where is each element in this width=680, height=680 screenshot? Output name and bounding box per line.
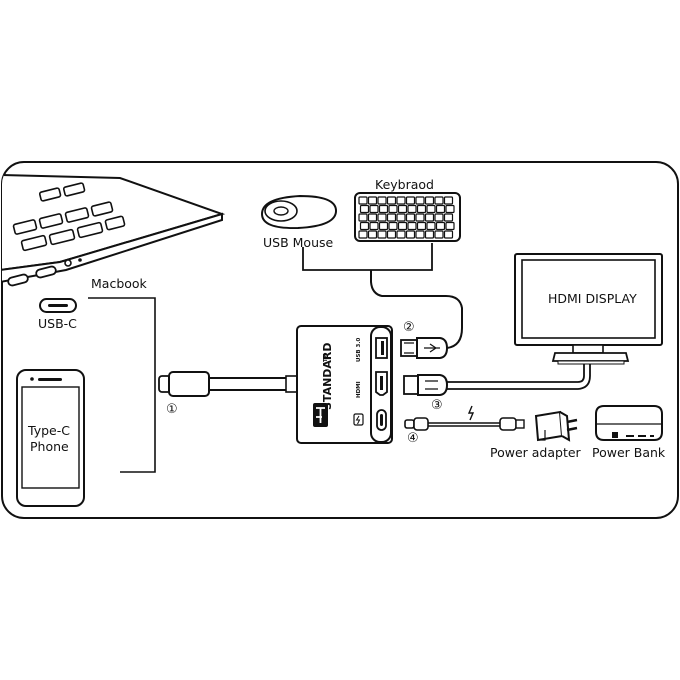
keyboard-key <box>405 196 416 205</box>
keyboard-key <box>367 213 378 222</box>
hub-port-hdmi-label: HDMI <box>356 381 362 398</box>
keyboard-key <box>443 213 454 222</box>
phone-icon <box>16 369 85 507</box>
keyboard-key <box>397 204 408 214</box>
usb-peripheral-cable <box>370 270 463 349</box>
keyboard-key <box>443 196 454 205</box>
keyboard-key <box>386 230 397 239</box>
keyboard-key <box>386 196 397 205</box>
keyboard-key <box>434 196 444 205</box>
laptop-icon <box>2 173 226 287</box>
keyboard-key <box>367 196 378 205</box>
keyboard-key <box>405 230 416 239</box>
keyboard-key <box>388 221 398 231</box>
hub-port-usb-label: USB 3.0 <box>356 338 362 362</box>
power-adapter-icon <box>534 410 578 442</box>
monitor-icon <box>514 253 663 365</box>
lightning-icon <box>467 405 475 421</box>
usb-c-hub-icon <box>296 325 393 444</box>
source-bracket <box>88 297 156 473</box>
keyboard-label: Keybraod <box>375 177 434 192</box>
hdmi-cable <box>447 364 591 390</box>
keyboard-key <box>424 213 435 222</box>
keyboard-key <box>369 204 379 214</box>
keyboard-key <box>424 230 435 239</box>
pd-charge-icon <box>353 413 364 426</box>
hub-logo-icon <box>313 403 328 427</box>
power-bank-label: Power Bank <box>592 445 666 460</box>
keyboard-key <box>415 230 425 239</box>
keyboard-key <box>435 204 446 214</box>
macbook-label: Macbook <box>91 276 148 291</box>
keyboard-key <box>367 230 378 239</box>
keyboard-key <box>358 230 368 239</box>
keyboard-key <box>426 204 436 214</box>
keyboard-key <box>407 221 417 231</box>
keyboard-key <box>377 230 387 239</box>
usb-a-plug <box>400 337 449 359</box>
keyboard-key <box>358 196 368 205</box>
keyboard-key <box>416 204 427 214</box>
usb-mouse-label: USB Mouse <box>263 235 334 250</box>
callout-1: ① <box>166 402 178 417</box>
keyboard-key <box>443 230 454 239</box>
keyboard-key <box>426 221 436 231</box>
hub-trademark: TM <box>323 354 329 362</box>
peripheral-bracket <box>302 243 433 271</box>
phone-label-line2: Phone <box>30 439 69 454</box>
mouse-icon <box>260 194 338 230</box>
keyboard-key <box>388 204 398 214</box>
callout-3: ③ <box>431 398 443 413</box>
hub-brand-text: STANDARD <box>321 342 334 410</box>
keyboard-key <box>377 196 387 205</box>
keyboard-key <box>386 213 397 222</box>
keyboard-key <box>415 196 425 205</box>
keyboard-key <box>359 204 370 214</box>
keyboard-key <box>378 204 389 214</box>
power-cable <box>404 417 525 431</box>
keyboard-key <box>434 213 444 222</box>
keyboard-key <box>445 204 455 214</box>
keyboard-key <box>435 221 446 231</box>
callout-2: ② <box>403 320 415 335</box>
keyboard-key <box>378 221 389 231</box>
hdmi-plug <box>403 374 449 396</box>
keyboard-key <box>405 213 416 222</box>
callout-4: ④ <box>407 431 419 446</box>
keyboard-key <box>415 213 425 222</box>
keyboard-key <box>359 221 370 231</box>
keyboard-key <box>424 196 435 205</box>
keyboard-key <box>396 196 406 205</box>
keyboard-key <box>358 213 368 222</box>
phone-label-line1: Type-C <box>27 423 70 438</box>
keyboard-key <box>416 221 427 231</box>
keyboard-key <box>407 204 417 214</box>
keyboard-key <box>396 213 406 222</box>
keyboard-icon <box>354 192 461 242</box>
keyboard-key <box>445 221 455 231</box>
keyboard-key <box>369 221 379 231</box>
keyboard-key <box>434 230 444 239</box>
power-adapter-label: Power adapter <box>490 445 582 460</box>
type-c-cable <box>158 371 298 397</box>
hub-brand: STANDARD <box>321 342 334 410</box>
keyboard-key <box>397 221 408 231</box>
power-bank-icon <box>595 405 663 441</box>
keyboard-key <box>396 230 406 239</box>
keyboard-key <box>377 213 387 222</box>
hdmi-display-label: HDMI DISPLAY <box>548 291 637 306</box>
usb-c-port-icon <box>39 298 77 313</box>
usb-c-label: USB-C <box>38 316 77 331</box>
keyboard-keys <box>358 196 455 239</box>
